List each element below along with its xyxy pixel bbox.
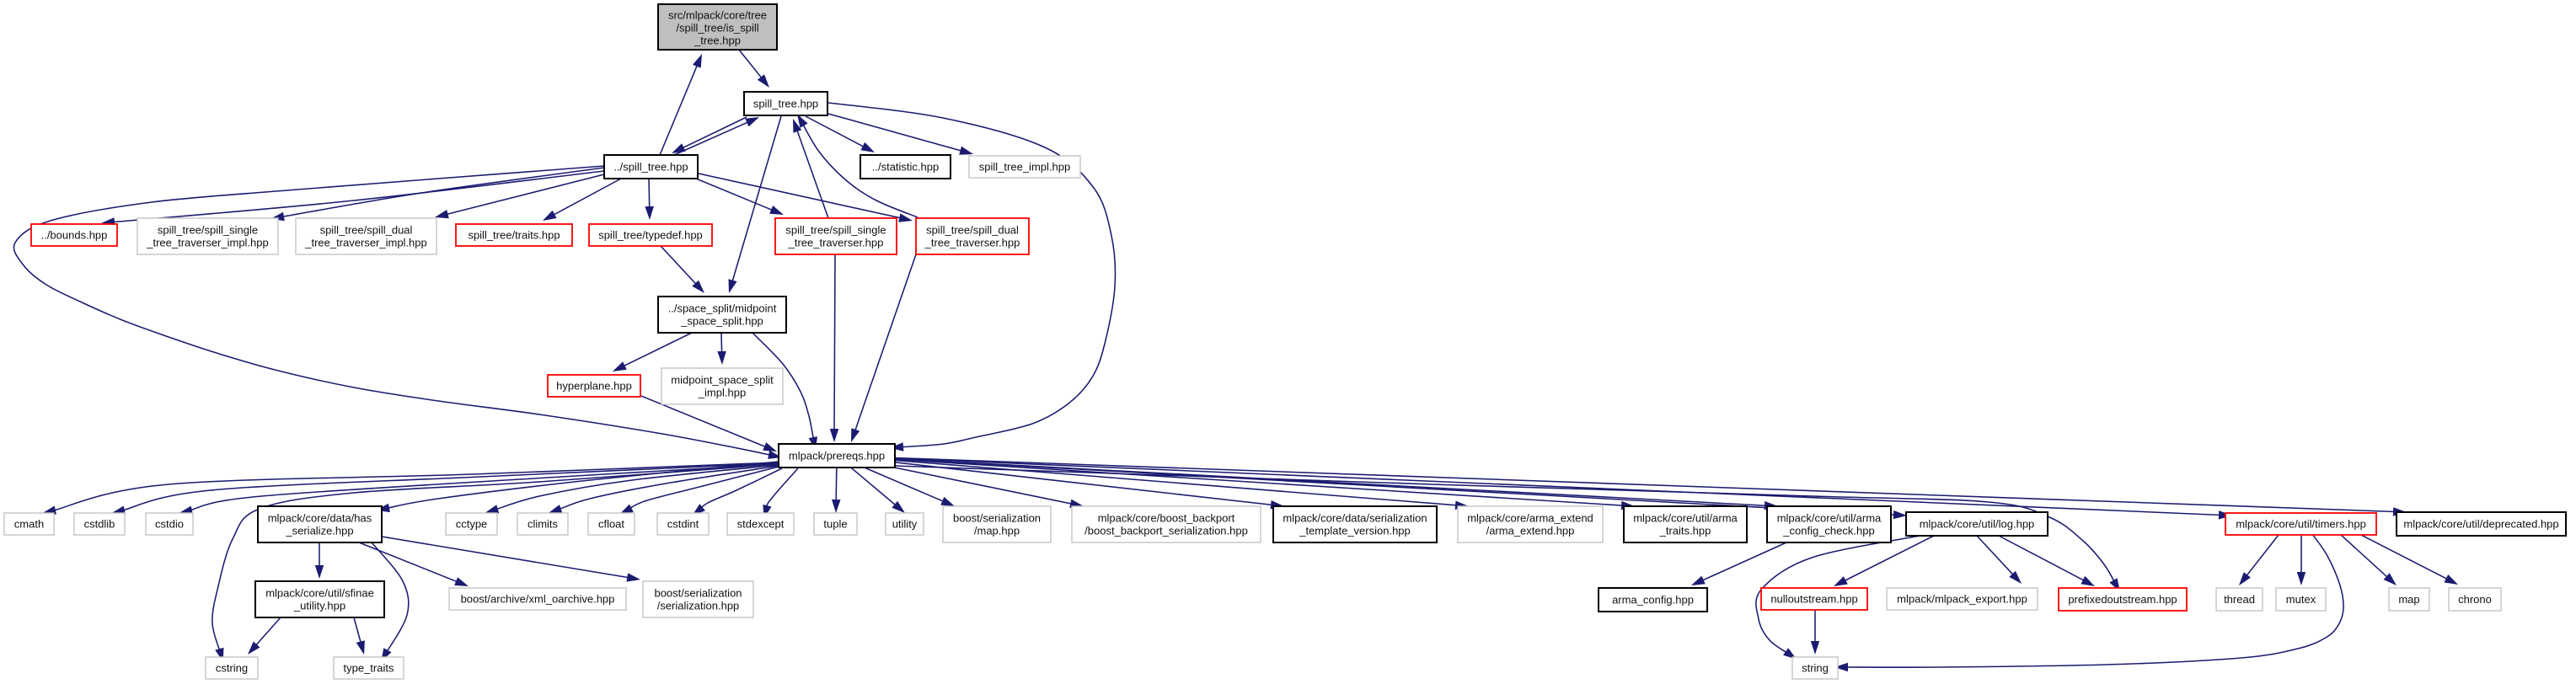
svg-text:_tree_traverser_impl.hpp: _tree_traverser_impl.hpp xyxy=(146,237,269,249)
svg-text:mlpack/core/data/has: mlpack/core/data/has xyxy=(268,512,372,525)
svg-text:spill_tree/spill_dual: spill_tree/spill_dual xyxy=(320,224,413,237)
svg-text:spill_tree/spill_dual: spill_tree/spill_dual xyxy=(926,224,1019,237)
svg-text:mlpack/core/util/log.hpp: mlpack/core/util/log.hpp xyxy=(1920,518,2035,531)
svg-text:/serialization.hpp: /serialization.hpp xyxy=(657,600,740,612)
svg-text:spill_tree/spill_single: spill_tree/spill_single xyxy=(785,224,886,237)
svg-text:mlpack/mlpack_export.hpp: mlpack/mlpack_export.hpp xyxy=(1897,593,2027,606)
svg-text:mlpack/core/util/arma: mlpack/core/util/arma xyxy=(1777,512,1882,525)
svg-text:spill_tree.hpp: spill_tree.hpp xyxy=(753,98,818,110)
svg-text:_tree.hpp: _tree.hpp xyxy=(694,35,741,47)
svg-text:/arma_extend.hpp: /arma_extend.hpp xyxy=(1486,525,1575,537)
svg-text:mutex: mutex xyxy=(2286,593,2316,606)
svg-text:utility: utility xyxy=(892,518,918,531)
svg-text:_utility.hpp: _utility.hpp xyxy=(293,600,345,612)
svg-text:_space_split.hpp: _space_split.hpp xyxy=(680,315,763,328)
svg-text:type_traits: type_traits xyxy=(344,662,394,675)
svg-text:_template_version.hpp: _template_version.hpp xyxy=(1299,525,1411,537)
svg-text:mlpack/core/util/arma: mlpack/core/util/arma xyxy=(1633,512,1738,525)
svg-text:mlpack/prereqs.hpp: mlpack/prereqs.hpp xyxy=(789,450,885,462)
svg-text:boost/serialization: boost/serialization xyxy=(654,587,742,600)
svg-text:_tree_traverser_impl.hpp: _tree_traverser_impl.hpp xyxy=(304,237,427,249)
svg-text:string: string xyxy=(1802,662,1829,675)
svg-text:../bounds.hpp: ../bounds.hpp xyxy=(41,229,108,242)
svg-text:_config_check.hpp: _config_check.hpp xyxy=(1782,525,1874,537)
svg-text:spill_tree_impl.hpp: spill_tree_impl.hpp xyxy=(979,161,1070,174)
svg-text:arma_config.hpp: arma_config.hpp xyxy=(1612,594,1694,607)
svg-text:cstdint: cstdint xyxy=(667,518,699,531)
svg-text:midpoint_space_split: midpoint_space_split xyxy=(671,374,774,387)
svg-text:climits: climits xyxy=(528,518,559,531)
svg-text:_traits.hpp: _traits.hpp xyxy=(1659,525,1711,537)
svg-text:prefixedoutstream.hpp: prefixedoutstream.hpp xyxy=(2068,593,2177,606)
svg-text:cstdlib: cstdlib xyxy=(84,518,115,531)
svg-text:map: map xyxy=(2398,593,2419,606)
svg-text:mlpack/core/boost_backport: mlpack/core/boost_backport xyxy=(1098,512,1235,525)
svg-text:spill_tree/spill_single: spill_tree/spill_single xyxy=(158,224,258,237)
svg-text:mlpack/core/arma_extend: mlpack/core/arma_extend xyxy=(1467,512,1593,525)
svg-text:mlpack/core/util/timers.hpp: mlpack/core/util/timers.hpp xyxy=(2236,518,2366,531)
svg-text:src/mlpack/core/tree: src/mlpack/core/tree xyxy=(668,9,767,22)
svg-text:cfloat: cfloat xyxy=(598,518,624,531)
svg-text:../statistic.hpp: ../statistic.hpp xyxy=(872,161,939,174)
svg-text:_serialize.hpp: _serialize.hpp xyxy=(285,525,353,537)
svg-text:thread: thread xyxy=(2224,593,2255,606)
svg-text:cctype: cctype xyxy=(456,518,488,531)
svg-text:cstdio: cstdio xyxy=(155,518,184,531)
svg-text:mlpack/core/data/serialization: mlpack/core/data/serialization xyxy=(1283,512,1427,525)
svg-text:../space_split/midpoint: ../space_split/midpoint xyxy=(668,302,777,315)
svg-text:../spill_tree.hpp: ../spill_tree.hpp xyxy=(613,161,688,174)
svg-text:_impl.hpp: _impl.hpp xyxy=(698,387,746,399)
svg-text:/spill_tree/is_spill: /spill_tree/is_spill xyxy=(676,22,758,35)
svg-text:mlpack/core/util/sfinae: mlpack/core/util/sfinae xyxy=(265,587,374,600)
svg-text:spill_tree/traits.hpp: spill_tree/traits.hpp xyxy=(468,229,560,242)
svg-text:boost/serialization: boost/serialization xyxy=(953,512,1041,525)
svg-text:spill_tree/typedef.hpp: spill_tree/typedef.hpp xyxy=(598,229,703,242)
svg-text:/map.hpp: /map.hpp xyxy=(974,525,1020,537)
svg-text:mlpack/core/util/deprecated.hp: mlpack/core/util/deprecated.hpp xyxy=(2403,518,2558,531)
svg-text:cmath: cmath xyxy=(14,518,44,531)
svg-text:hyperplane.hpp: hyperplane.hpp xyxy=(556,380,632,393)
svg-text:_tree_traverser.hpp: _tree_traverser.hpp xyxy=(924,237,1020,249)
svg-text:_tree_traverser.hpp: _tree_traverser.hpp xyxy=(788,237,884,249)
svg-text:boost/archive/xml_oarchive.hpp: boost/archive/xml_oarchive.hpp xyxy=(461,593,615,606)
svg-text:nulloutstream.hpp: nulloutstream.hpp xyxy=(1770,593,1857,606)
svg-text:/boost_backport_serialization.: /boost_backport_serialization.hpp xyxy=(1084,525,1248,537)
svg-text:cstring: cstring xyxy=(216,662,248,675)
svg-text:tuple: tuple xyxy=(823,518,847,531)
svg-text:stdexcept: stdexcept xyxy=(737,518,785,531)
svg-text:chrono: chrono xyxy=(2458,593,2492,606)
